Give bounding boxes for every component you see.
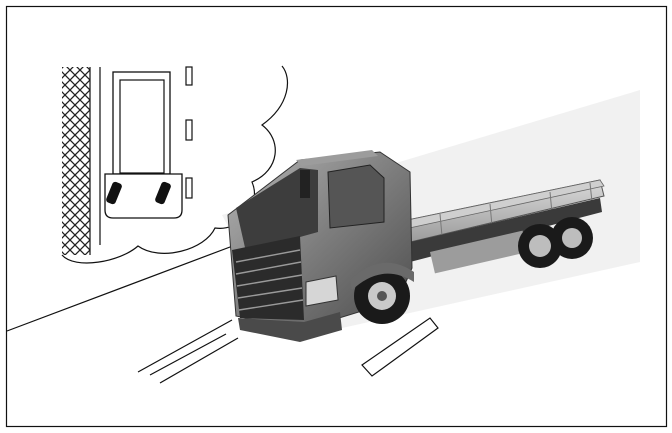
lane-dash [186, 67, 192, 85]
lane-dash [186, 178, 192, 198]
front-grille [232, 236, 304, 320]
hatched-wall [62, 67, 90, 255]
side-mirror [300, 170, 310, 198]
lane-dash [186, 120, 192, 140]
side-window [328, 165, 384, 228]
road-edge-line [7, 244, 238, 331]
vehicle-top-view-body [113, 72, 170, 174]
